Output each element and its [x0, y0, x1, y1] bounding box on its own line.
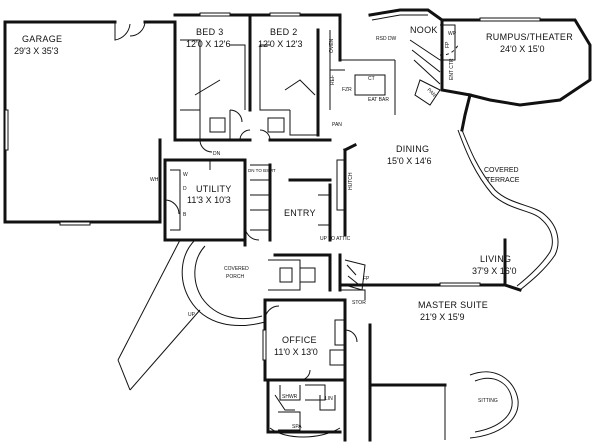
bed2-dims: 12'0 X 12'3: [258, 39, 302, 49]
lin-label: LIN: [325, 396, 333, 402]
rumpus-dims: 24'0 X 15'0: [500, 44, 544, 54]
curved-walls: [117, 14, 559, 439]
utility-dims: 11'3 X 10'3: [187, 195, 231, 205]
office-name: OFFICE: [282, 335, 317, 345]
shwr-label: SHWR: [282, 394, 298, 400]
sitting-label: SITTING: [478, 398, 498, 404]
eat-bar-label: EAT BAR: [368, 97, 389, 103]
spa-label: SPA: [292, 424, 302, 430]
rumpus-name: RUMPUS/THEATER: [486, 32, 573, 42]
pan-nook-label: PAN: [426, 87, 438, 99]
dining-dims: 15'0 X 14'6: [387, 156, 431, 166]
interior-walls: [170, 24, 456, 440]
nook-name: NOOK: [410, 25, 438, 35]
stor-label: STOR: [352, 300, 366, 306]
bed2-name: BED 2: [270, 27, 298, 37]
covered-terrace-line2: TERRACE: [486, 177, 520, 184]
garage-name: GARAGE: [22, 34, 62, 44]
fzr-label: FZR: [342, 87, 352, 93]
bed3-name: BED 3: [196, 27, 224, 37]
dn-stair-label: DN: [213, 151, 221, 157]
rsd-dw-label: RSD DW: [376, 36, 397, 42]
wp-label: WP: [448, 31, 457, 37]
exterior-walls: [3, 8, 592, 442]
living-name: LIVING: [480, 254, 511, 264]
up-porch-label: UP: [188, 312, 196, 318]
ref-label: REF: [330, 75, 336, 85]
windows: [4, 12, 541, 361]
oven-label: OVEN: [329, 38, 335, 53]
office-dims: 11'0 X 13'0: [274, 347, 318, 357]
fp-rumpus-label: FP: [445, 41, 451, 48]
master-suite-dims: 21'9 X 15'9: [420, 312, 464, 322]
covered-porch-line2: PORCH: [226, 274, 244, 280]
d-label: D: [183, 186, 187, 192]
b-label: B: [183, 212, 187, 218]
ct-label: CT: [368, 76, 375, 82]
master-suite-name: MASTER SUITE: [418, 300, 488, 310]
ent-ctr-label: ENT CTR: [449, 58, 455, 80]
door-swings: [114, 21, 459, 381]
w-label: W: [183, 172, 188, 178]
covered-porch-line1: COVERED: [224, 266, 249, 272]
dn-to-bsmt-label: DN TO BSMT: [248, 168, 276, 173]
bed3-dims: 12'0 X 12'6: [186, 39, 230, 49]
dining-name: DINING: [396, 144, 429, 154]
entry-name: ENTRY: [284, 208, 316, 218]
garage-dims: 29'3 X 35'3: [14, 46, 58, 56]
fixture-labels: OVEN RSD DW CT REF FZR EAT BAR PAN PAN E…: [150, 31, 498, 430]
room-labels: GARAGE 29'3 X 35'3 BED 3 12'0 X 12'6 BED…: [14, 25, 573, 357]
pan-kitchen-label: PAN: [332, 122, 342, 128]
wh-label: WH: [150, 177, 159, 183]
living-dims: 37'9 X 16'0: [472, 266, 516, 276]
hutch-label: HUTCH: [348, 172, 354, 190]
fp-living-label: FP: [363, 276, 370, 282]
covered-terrace-line1: COVERED: [484, 167, 519, 174]
utility-name: UTILITY: [196, 184, 232, 194]
up-to-attic-label: UP TO ATTIC: [320, 236, 351, 242]
